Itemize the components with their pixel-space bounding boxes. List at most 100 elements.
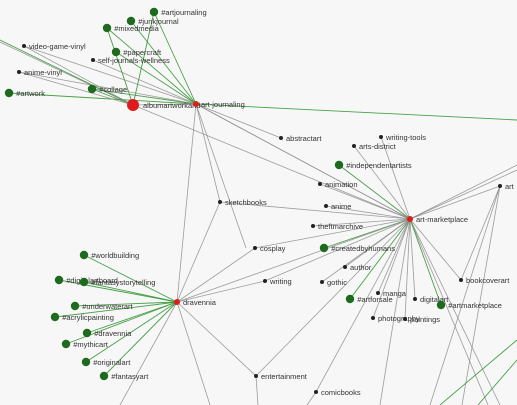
node-dravennia-tag[interactable]: #dravennia <box>82 328 132 338</box>
node-arts-district[interactable]: arts-district <box>352 142 397 151</box>
node-dot-acrylicpainting[interactable] <box>50 312 60 322</box>
node-bookcoverart[interactable]: bookcoverart <box>459 276 510 285</box>
node-writing[interactable]: writing <box>263 277 292 286</box>
node-dot-createdbyhumans[interactable] <box>319 243 329 253</box>
node-dot-anime-vinyl[interactable] <box>17 70 21 74</box>
edge-art-marketplace-photography <box>372 218 411 319</box>
node-writing-tools[interactable]: writing-tools <box>379 133 426 142</box>
node-dot-photography[interactable] <box>371 316 375 320</box>
node-entertainment[interactable]: entertainment <box>254 372 308 381</box>
node-dot-video-game-vinyl[interactable] <box>22 44 26 48</box>
node-anime[interactable]: anime <box>324 202 351 211</box>
node-dot-artjournaling[interactable] <box>149 7 159 17</box>
node-dot-paintings[interactable] <box>403 317 407 321</box>
node-video-game-vinyl[interactable]: video-game-vinyl <box>22 42 86 51</box>
node-albumartworkand[interactable]: albumartworkand <box>127 99 201 111</box>
node-dot-sketchbooks[interactable] <box>218 200 222 204</box>
node-junkjournal[interactable]: #junkjournal <box>126 16 179 26</box>
node-dot-albumartworkand[interactable] <box>127 99 139 111</box>
node-photography[interactable]: photography <box>371 314 420 323</box>
node-dot-entertainment[interactable] <box>254 374 258 378</box>
node-artwork[interactable]: #artwork <box>4 88 45 98</box>
node-mythicart[interactable]: #mythicart <box>61 339 109 349</box>
node-artmarketplace[interactable]: #artmarketplace <box>436 300 502 310</box>
node-dot-cosplay[interactable] <box>253 246 257 250</box>
node-dot-self-journals-wellness[interactable] <box>91 58 95 62</box>
node-artforsale[interactable]: #artforsale <box>345 294 393 304</box>
node-worldbuilding[interactable]: #worldbuilding <box>79 250 139 260</box>
node-dot-art-marketplace[interactable] <box>407 216 413 222</box>
node-dot-collage[interactable] <box>87 84 97 94</box>
node-dot-author[interactable] <box>343 265 347 269</box>
node-independentartists[interactable]: #independentartists <box>334 160 412 170</box>
node-mixedmedia[interactable]: #mixedmedia <box>102 23 160 33</box>
node-dot-digitalartboard[interactable] <box>54 275 64 285</box>
edge-albumartworkand-collage <box>91 88 134 106</box>
edge-offscreen-2 <box>195 103 517 121</box>
node-dot-mythicart[interactable] <box>61 339 71 349</box>
node-dot-fantasyart[interactable] <box>99 371 109 381</box>
node-dot-animation[interactable] <box>318 182 322 186</box>
node-dot-gothic[interactable] <box>320 280 324 284</box>
node-cosplay[interactable]: cosplay <box>253 244 286 253</box>
node-dot-theftmarchive[interactable] <box>311 224 315 228</box>
node-dot-digitalart[interactable] <box>413 297 417 301</box>
node-author[interactable]: author <box>343 263 372 272</box>
node-art-marketplace[interactable]: art-marketplace <box>407 215 468 224</box>
node-dot-originalart[interactable] <box>81 357 91 367</box>
node-dravennia[interactable]: dravennia <box>174 298 217 307</box>
edge-offscreen-3 <box>409 164 517 220</box>
node-dot-writing-tools[interactable] <box>379 135 383 139</box>
node-dot-fantasystorytelling[interactable] <box>79 277 89 287</box>
node-animation[interactable]: animation <box>318 180 358 189</box>
node-dot-bookcoverart[interactable] <box>459 278 463 282</box>
node-dot-junkjournal[interactable] <box>126 16 136 26</box>
node-underwaterart[interactable]: #underwaterart <box>70 301 134 311</box>
edge-art-marketplace-cosplay <box>254 218 411 249</box>
node-originalart[interactable]: #originalart <box>81 357 131 367</box>
node-acrylicpainting[interactable]: #acrylicpainting <box>50 312 114 322</box>
node-dot-comicbooks[interactable] <box>314 390 318 394</box>
node-sketchbooks[interactable]: sketchbooks <box>218 198 267 207</box>
node-papercraft[interactable]: #papercraft <box>111 47 162 57</box>
node-createdbyhumans[interactable]: #createdbyhumans <box>319 243 395 253</box>
node-dot-independentartists[interactable] <box>334 160 344 170</box>
node-dot-dravennia[interactable] <box>174 299 180 305</box>
node-digitalart[interactable]: digitalart <box>413 295 449 304</box>
node-comicbooks[interactable]: comicbooks <box>314 388 361 397</box>
node-dot-artforsale[interactable] <box>345 294 355 304</box>
node-art[interactable]: art <box>498 182 515 191</box>
node-artjournaling[interactable]: #artjournaling <box>149 7 207 17</box>
node-dot-underwaterart[interactable] <box>70 301 80 311</box>
node-self-journals-wellness[interactable]: self-journals-wellness <box>91 56 170 65</box>
node-label-originalart: #originalart <box>93 358 131 367</box>
edge-dravennia-originalart <box>85 301 178 363</box>
node-dot-arts-district[interactable] <box>352 144 356 148</box>
node-dot-artmarketplace[interactable] <box>436 300 446 310</box>
node-dot-abstractart[interactable] <box>279 136 283 140</box>
node-fantasystorytelling[interactable]: #fantasystorytelling <box>79 277 156 287</box>
node-dot-writing[interactable] <box>263 279 267 283</box>
node-manga[interactable]: manga <box>376 289 407 298</box>
node-dot-worldbuilding[interactable] <box>79 250 89 260</box>
node-collage[interactable]: #collage <box>87 84 127 94</box>
node-dot-art[interactable] <box>498 184 502 188</box>
node-label-papercraft: #papercraft <box>123 48 162 57</box>
node-paintings[interactable]: paintings <box>403 315 440 324</box>
node-gothic[interactable]: gothic <box>320 278 347 287</box>
node-fantasyart[interactable]: #fantasyart <box>99 371 149 381</box>
node-dot-dravennia-tag[interactable] <box>82 328 92 338</box>
node-dot-mixedmedia[interactable] <box>102 23 112 33</box>
node-digitalartboard[interactable]: #digitalartboard <box>54 275 118 285</box>
node-theftmarchive[interactable]: theftmarchive <box>311 222 363 231</box>
node-dot-artwork[interactable] <box>4 88 14 98</box>
node-dot-anime[interactable] <box>324 204 328 208</box>
node-dot-manga[interactable] <box>376 291 380 295</box>
node-art-journaling[interactable]: art-journaling <box>193 100 245 109</box>
node-dot-art-journaling[interactable] <box>193 101 199 107</box>
edge-dravennia-sketchbooks <box>176 201 221 303</box>
node-dot-papercraft[interactable] <box>111 47 121 57</box>
node-abstractart[interactable]: abstractart <box>279 134 322 143</box>
node-anime-vinyl[interactable]: anime-vinyl <box>17 68 62 77</box>
